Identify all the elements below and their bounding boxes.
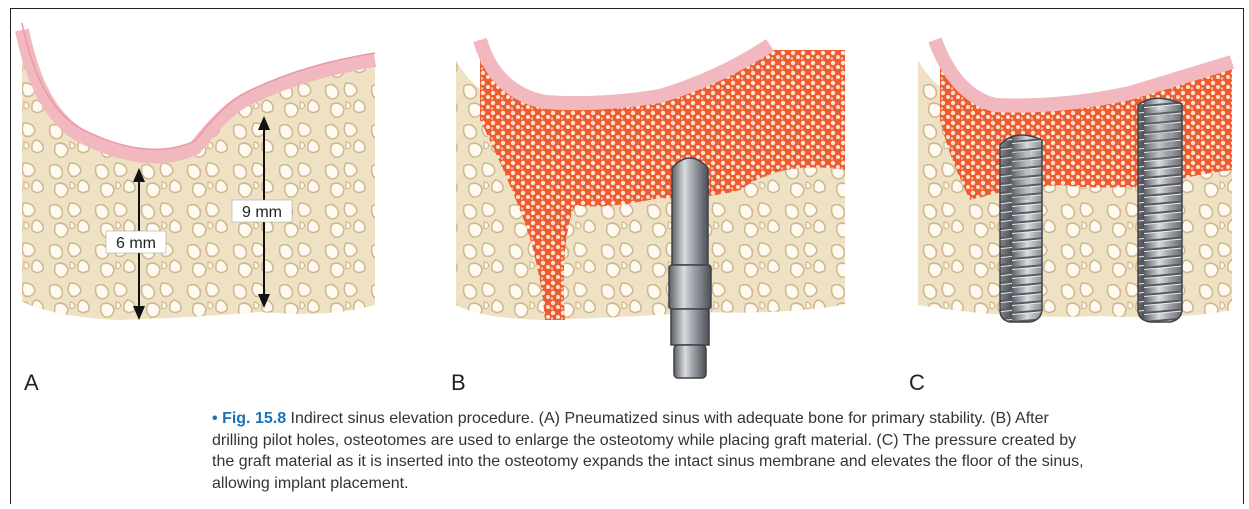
measurement-label-9mm: 9 mm bbox=[242, 204, 282, 221]
dental-implant-left bbox=[1000, 135, 1042, 322]
measurement-label-6mm: 6 mm bbox=[116, 235, 156, 252]
panel-a-illustration: 6 mm 9 mm bbox=[22, 23, 375, 320]
panel-label-a: A bbox=[24, 370, 39, 396]
caption-text: Indirect sinus elevation procedure. (A) … bbox=[212, 410, 1084, 492]
panel-label-b: B bbox=[451, 370, 466, 396]
panel-label-c: C bbox=[909, 370, 925, 396]
caption-bullet: • bbox=[212, 410, 218, 427]
figure-caption: • Fig. 15.8 Indirect sinus elevation pro… bbox=[212, 408, 1092, 494]
panel-c-illustration bbox=[918, 40, 1232, 322]
caption-figure-number: Fig. 15.8 bbox=[222, 410, 286, 427]
dental-implant-right bbox=[1138, 98, 1182, 322]
osteotome-instrument bbox=[669, 158, 711, 378]
figure-illustration: 6 mm 9 mm bbox=[0, 0, 1249, 400]
panel-b-illustration bbox=[456, 40, 845, 378]
